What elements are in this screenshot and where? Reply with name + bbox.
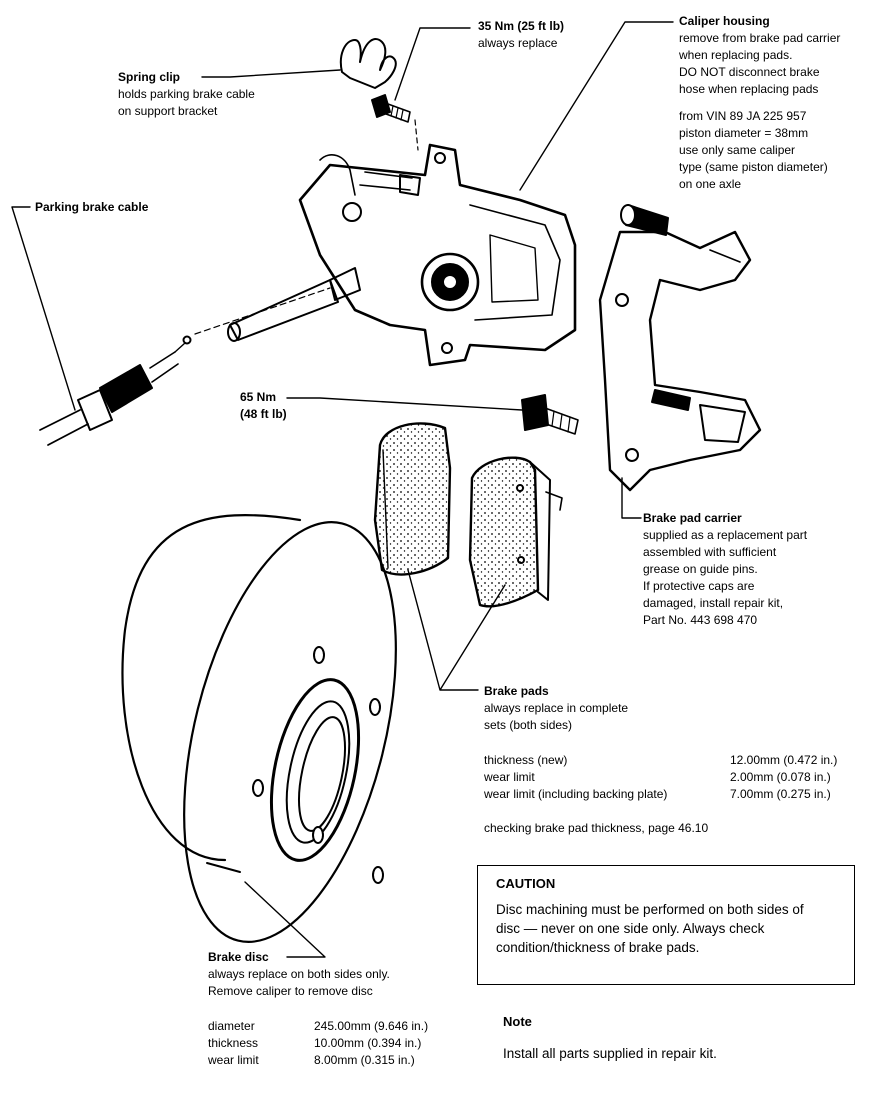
brake-pad-carrier-part [598, 204, 762, 492]
caliper-housing-label: Caliper housing remove from brake pad ca… [679, 13, 840, 193]
caliper-housing-line: on one axle [679, 177, 742, 191]
pad-spec-label: wear limit [484, 770, 535, 784]
caliper-housing-line: use only same caliper [679, 143, 796, 157]
caliper-housing-line: piston diameter = 38mm [679, 126, 809, 140]
torque-caliper-line: always replace [478, 36, 558, 50]
note-text: Install all parts supplied in repair kit… [503, 1046, 717, 1061]
disc-spec-label: diameter [208, 1019, 255, 1033]
brake-pad-carrier-line: assembled with sufficient [643, 545, 777, 559]
brake-disc-label: Brake disc always replace on both sides … [208, 949, 390, 1000]
pad-spec-value: 2.00mm (0.078 in.) [730, 770, 831, 784]
brake-pads-title: Brake pads [484, 684, 549, 698]
carrier-bolt-part [521, 394, 579, 435]
torque-carrier-label: 65 Nm (48 ft lb) [240, 389, 287, 423]
brake-pad-carrier-line: damaged, install repair kit, [643, 596, 784, 610]
note-title: Note [503, 1014, 532, 1029]
brake-pad-carrier-title: Brake pad carrier [643, 511, 742, 525]
leader-lines [11, 21, 674, 958]
pad-spec-label: wear limit (including backing plate) [484, 787, 668, 801]
caliper-housing-line: remove from brake pad carrier [679, 31, 841, 45]
brake-pad-carrier-line: supplied as a replacement part [643, 528, 808, 542]
caliper-housing-line: when replacing pads. [679, 48, 793, 62]
caliper-housing-part [227, 143, 577, 367]
parking-brake-cable-title: Parking brake cable [35, 200, 149, 214]
brake-pad-carrier-label: Brake pad carrier supplied as a replacem… [643, 510, 807, 629]
brake-pads-part [373, 422, 563, 608]
pad-thickness-reference: checking brake pad thickness, page 46.10 [484, 821, 709, 835]
brake-pad-carrier-line: If protective caps are [643, 579, 755, 593]
spring-clip-label: Spring clip holds parking brake cable on… [118, 69, 255, 120]
caution-box: CAUTION Disc machining must be performed… [477, 865, 855, 985]
spring-clip-line: on support bracket [118, 104, 218, 118]
brake-pads-line: always replace in complete [484, 701, 629, 715]
caliper-housing-line: from VIN 89 JA 225 957 [679, 109, 807, 123]
caliper-housing-line: hose when replacing pads [679, 82, 819, 96]
caliper-housing-line: type (same piston diameter) [679, 160, 828, 174]
torque-caliper-title: 35 Nm (25 ft lb) [478, 19, 565, 33]
disc-spec-value: 10.00mm (0.394 in.) [314, 1036, 422, 1050]
disc-spec-value: 245.00mm (9.646 in.) [314, 1019, 429, 1033]
disc-spec-label: thickness [208, 1036, 259, 1050]
pad-spec-value: 12.00mm (0.472 in.) [730, 753, 838, 767]
disc-spec-value: 8.00mm (0.315 in.) [314, 1053, 415, 1067]
torque-carrier-line2: (48 ft lb) [240, 407, 287, 421]
brake-pad-carrier-line: Part No. 443 698 470 [643, 613, 758, 627]
torque-caliper-label: 35 Nm (25 ft lb) always replace [478, 18, 564, 52]
disc-spec-label: wear limit [208, 1053, 259, 1067]
caliper-housing-line: DO NOT disconnect brake [679, 65, 820, 79]
spring-clip-line: holds parking brake cable [118, 87, 255, 101]
parking-brake-cable-label: Parking brake cable [35, 199, 148, 216]
brake-disc-line: Remove caliper to remove disc [208, 984, 373, 998]
caliper-bolt-part [371, 94, 411, 123]
caliper-housing-title: Caliper housing [679, 14, 770, 28]
brake-disc-title: Brake disc [208, 950, 269, 964]
spring-clip-title: Spring clip [118, 70, 181, 84]
caution-text: Disc machining must be performed on both… [496, 902, 804, 955]
brake-disc-part [121, 514, 397, 943]
torque-carrier-line1: 65 Nm [240, 390, 277, 404]
caution-title: CAUTION [496, 876, 556, 891]
brake-disc-line: always replace on both sides only. [208, 967, 390, 981]
brake-pads-line: sets (both sides) [484, 718, 573, 732]
brake-pads-label: Brake pads always replace in complete se… [484, 683, 628, 734]
pad-spec-value: 7.00mm (0.275 in.) [730, 787, 831, 801]
spring-clip-part [339, 38, 397, 89]
brake-pad-carrier-line: grease on guide pins. [643, 562, 758, 576]
pad-spec-label: thickness (new) [484, 753, 568, 767]
parking-brake-cable-part [39, 335, 192, 446]
